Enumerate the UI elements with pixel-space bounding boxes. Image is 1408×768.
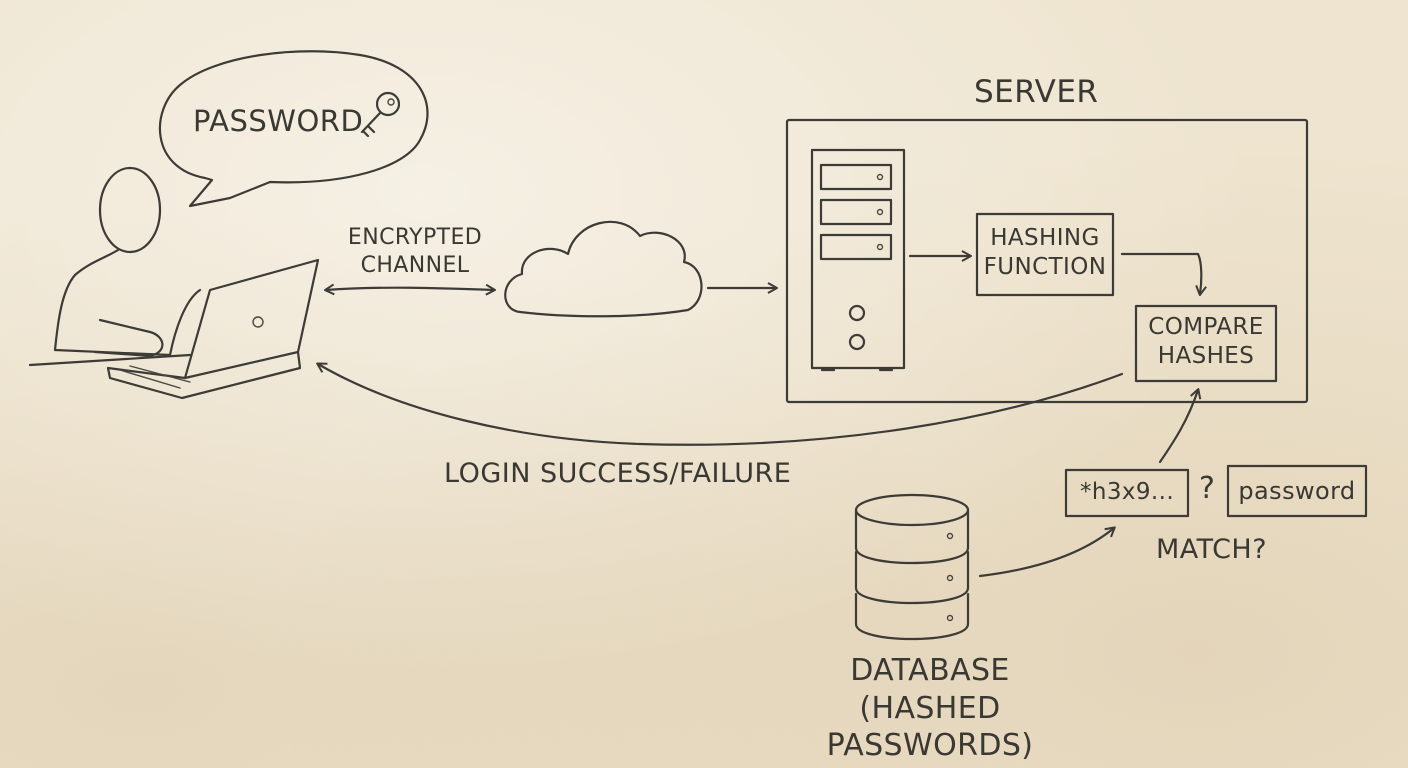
hashing-line1: HASHING: [990, 225, 1100, 251]
key-icon: [360, 91, 401, 138]
password-input-box: [1226, 464, 1368, 518]
match-question-mark: ?: [1199, 471, 1216, 506]
encrypted-channel-label: ENCRYPTED CHANNEL: [330, 224, 500, 279]
cloud-icon: [504, 220, 703, 318]
database-line1: DATABASE: [850, 653, 1010, 688]
encrypted-channel-arrow: [324, 283, 496, 296]
server-title: SERVER: [974, 74, 1099, 110]
match-to-compare-arrow: [1158, 388, 1202, 464]
hashing-function-box: [975, 212, 1115, 297]
server-frame: [785, 118, 1309, 404]
password-input-text: password: [1238, 477, 1356, 505]
hash-value-box: [1064, 468, 1190, 518]
encrypted-channel-line2: CHANNEL: [360, 252, 470, 278]
server-tower-icon: [810, 148, 906, 372]
hashing-to-compare-arrow: [1120, 252, 1207, 296]
database-icon: [854, 493, 970, 641]
compare-hashes-box: [1134, 304, 1278, 383]
speech-bubble: [158, 50, 429, 208]
compare-hashes-label: COMPARE HASHES: [1136, 313, 1276, 371]
encrypted-channel-line1: ENCRYPTED: [347, 225, 483, 250]
database-line2: (HASHED PASSWORDS): [826, 690, 1034, 764]
match-label: MATCH?: [1156, 534, 1268, 565]
hashing-line2: FUNCTION: [983, 253, 1107, 280]
compare-line2: HASHES: [1157, 342, 1255, 369]
bubble-password-label: PASSWORD: [193, 104, 364, 138]
login-result-label: LOGIN SUCCESS/FAILURE: [444, 458, 792, 489]
database-label: DATABASE (HASHED PASSWORDS): [760, 652, 1100, 765]
compare-line1: COMPARE: [1148, 314, 1264, 340]
hashing-function-label: HASHING FUNCTION: [977, 224, 1113, 282]
hash-value-text: *h3x9...: [1079, 479, 1175, 505]
person-icon: [28, 166, 202, 367]
laptop-icon: [106, 258, 320, 400]
database-to-match-arrow: [978, 526, 1116, 578]
login-result-arrow: [316, 362, 1124, 446]
